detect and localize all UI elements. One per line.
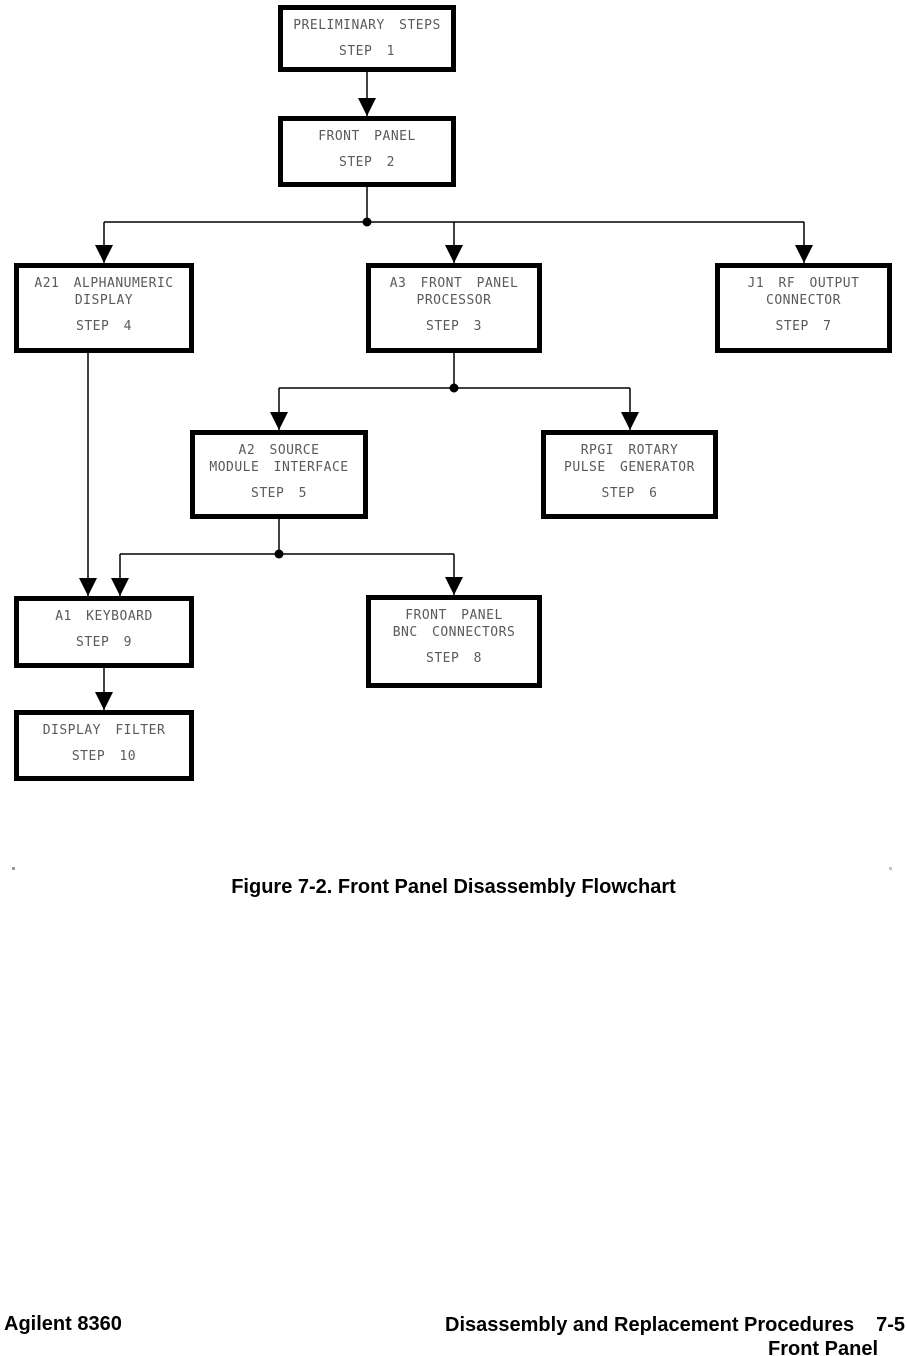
node-title-line: RPGI ROTARY: [580, 443, 679, 458]
node-step-label: STEP 4: [76, 319, 132, 334]
scan-registration-dot-left: [12, 867, 15, 870]
flowchart-node-step-2: FRONT PANEL STEP 2: [278, 116, 456, 187]
flowchart-node-step-10: DISPLAY FILTER STEP 10: [14, 710, 194, 781]
footer-section-title: Front Panel: [767, 1338, 878, 1356]
node-title-line: FRONT PANEL: [405, 608, 503, 623]
flowchart-node-step-4: A21 ALPHANUMERIC DISPLAY STEP 4: [14, 263, 194, 353]
node-title-line: FRONT PANEL: [318, 129, 416, 144]
flowchart-node-step-8: FRONT PANEL BNC CONNECTORS STEP 8: [366, 595, 542, 688]
node-step-label: STEP 1: [339, 44, 395, 59]
node-title-line: BNC CONNECTORS: [392, 625, 516, 640]
node-title-line: DISPLAY FILTER: [42, 723, 166, 738]
junction-dot: [449, 383, 459, 393]
node-title-line: CONNECTOR: [766, 293, 841, 308]
node-title: DISPLAY FILTER: [43, 722, 166, 739]
node-title-line: A1 KEYBOARD: [55, 609, 153, 624]
node-title-line: PRELIMINARY STEPS: [293, 18, 441, 33]
arrowhead-down-icon: [79, 578, 97, 596]
node-title: A2 SOURCE MODULE INTERFACE: [209, 442, 348, 476]
arrowhead-down-icon: [795, 245, 813, 263]
node-title: FRONT PANEL BNC CONNECTORS: [393, 607, 516, 641]
node-step-label: STEP 8: [426, 651, 482, 666]
node-title: RPGI ROTARY PULSE GENERATOR: [564, 442, 695, 476]
arrowhead-down-icon: [95, 692, 113, 710]
node-title: A3 FRONT PANEL PROCESSOR: [390, 275, 519, 309]
arrowhead-down-icon: [445, 245, 463, 263]
node-step-label: STEP 10: [71, 749, 137, 764]
node-title-line: PROCESSOR: [416, 293, 492, 308]
node-title: PRELIMINARY STEPS: [293, 17, 441, 34]
arrowhead-down-icon: [270, 412, 288, 430]
footer-right-block: Disassembly and Replacement Procedures 7-…: [445, 1313, 905, 1356]
footer-page-number: 7-5: [876, 1314, 905, 1336]
node-title: J1 RF OUTPUT CONNECTOR: [748, 275, 860, 309]
arrowhead-down-icon: [95, 245, 113, 263]
junction-dot: [362, 217, 372, 227]
node-step-label: STEP 2: [339, 155, 395, 170]
node-step-label: STEP 3: [426, 319, 482, 334]
flowchart-node-step-6: RPGI ROTARY PULSE GENERATOR STEP 6: [541, 430, 718, 519]
node-step-label: STEP 9: [76, 635, 132, 650]
arrowhead-down-icon: [621, 412, 639, 430]
node-title-line: A21 ALPHANUMERIC: [34, 276, 174, 291]
node-title-line: A3 FRONT PANEL: [389, 276, 519, 291]
footer-product-name: Agilent 8360: [4, 1313, 122, 1335]
junction-dot: [274, 549, 284, 559]
node-title: A21 ALPHANUMERIC DISPLAY: [34, 275, 173, 309]
footer-chapter-title: Disassembly and Replacement Procedures 7-…: [445, 1313, 905, 1337]
node-title-line: A2 SOURCE: [238, 443, 320, 458]
node-step-label: STEP 5: [251, 486, 307, 501]
flowchart-connectors: [79, 72, 813, 710]
flowchart-node-step-3: A3 FRONT PANEL PROCESSOR STEP 3: [366, 263, 542, 353]
node-step-label: STEP 6: [601, 486, 658, 501]
node-title: FRONT PANEL: [318, 128, 416, 145]
arrowhead-down-icon: [111, 578, 129, 596]
node-title-line: DISPLAY: [74, 293, 134, 308]
footer-chapter-title-text: Disassembly and Replacement Procedures: [445, 1314, 855, 1336]
arrowhead-down-icon: [445, 577, 463, 595]
node-title-line: J1 RF OUTPUT: [747, 276, 860, 291]
node-step-label: STEP 7: [775, 319, 832, 334]
arrowhead-down-icon: [358, 98, 376, 116]
flowchart-node-step-7: J1 RF OUTPUT CONNECTOR STEP 7: [715, 263, 892, 353]
node-title-line: PULSE GENERATOR: [564, 460, 695, 475]
flowchart-figure: PRELIMINARY STEPS STEP 1 FRONT PANEL STEP 2…: [14, 5, 892, 781]
flowchart-node-step-1: PRELIMINARY STEPS STEP 1: [278, 5, 456, 72]
flowchart-node-step-9: A1 KEYBOARD STEP 9: [14, 596, 194, 668]
flowchart-node-step-5: A2 SOURCE MODULE INTERFACE STEP 5: [190, 430, 368, 519]
figure-caption: Figure 7-2. Front Panel Disassembly Flow…: [231, 876, 676, 898]
node-title: A1 KEYBOARD: [55, 608, 153, 625]
scan-registration-dot-right: [889, 867, 892, 870]
node-title-line: MODULE INTERFACE: [209, 460, 349, 475]
